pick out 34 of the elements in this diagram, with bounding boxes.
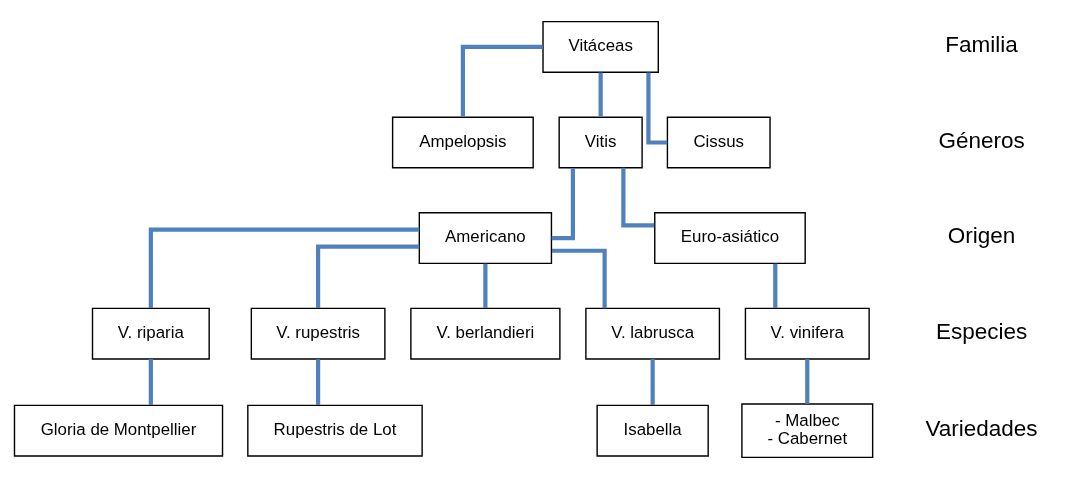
node-box: V. rupestris <box>250 307 386 360</box>
connector <box>148 359 153 405</box>
connector <box>646 72 668 145</box>
connector <box>552 248 607 309</box>
connector <box>148 227 420 308</box>
connector <box>650 359 655 405</box>
label: Variedades <box>925 416 1038 442</box>
connector <box>316 244 420 308</box>
connector <box>805 359 810 404</box>
node-box: Euro-asiático <box>654 212 806 265</box>
node-box: V. vinifera <box>744 307 870 360</box>
connector <box>598 72 603 117</box>
node-box: Isabella <box>596 404 709 457</box>
node-box: V. riparia <box>91 307 210 360</box>
node-box: Vitis <box>558 116 643 169</box>
connector <box>460 44 543 117</box>
node-box: Americano <box>418 212 553 265</box>
node-box: V. labrusca <box>585 307 721 360</box>
connector <box>316 359 321 405</box>
label: Especies <box>935 319 1028 345</box>
node-box: Rupestris de Lot <box>247 404 423 457</box>
label: Origen <box>947 223 1016 249</box>
node-box: V. berlandieri <box>410 307 561 360</box>
connector <box>551 168 575 241</box>
connector <box>773 263 778 308</box>
label: Familia <box>945 32 1018 58</box>
node-box: Gloria de Montpellier <box>13 404 224 457</box>
connector <box>621 167 655 228</box>
label: Géneros <box>938 127 1025 153</box>
node-box: - Malbec - Cabernet <box>741 403 874 459</box>
node-box: Ampelopsis <box>391 116 534 169</box>
connector <box>483 263 488 308</box>
node-box: Vitáceas <box>542 20 659 73</box>
node-box: Cissus <box>666 116 771 169</box>
